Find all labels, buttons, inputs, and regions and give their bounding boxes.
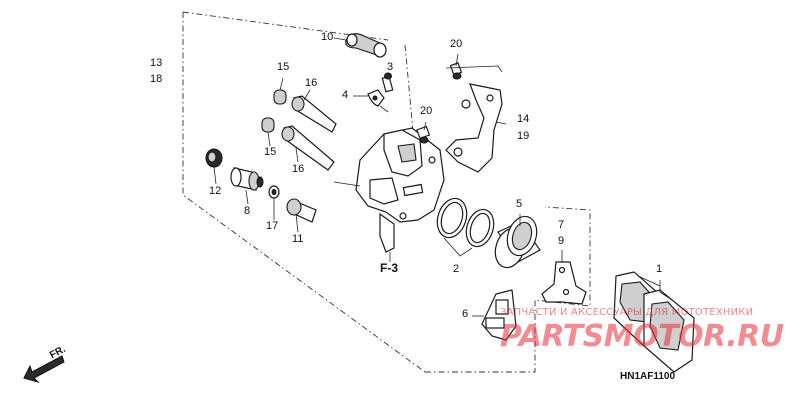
callout-20-lower: 20 (420, 105, 433, 117)
callout-6: 6 (462, 308, 469, 320)
callout-19: 19 (517, 130, 530, 142)
front-arrow-label: FR. (48, 343, 68, 362)
diagram-code: HN1AF1100 (620, 371, 676, 382)
part-20-lower-bolt[interactable] (416, 125, 431, 144)
callout-2: 2 (453, 263, 460, 275)
callout-17: 17 (266, 220, 279, 232)
part-11-boot[interactable] (286, 198, 317, 223)
callout-1: 1 (656, 263, 663, 275)
callout-5: 5 (516, 198, 523, 210)
part-5-piston[interactable] (491, 213, 542, 272)
part-16-upper-pin[interactable] (291, 95, 337, 133)
part-4-bleeder-cap[interactable] (367, 89, 385, 107)
caliper-body[interactable] (355, 127, 445, 253)
watermark-tagline: ЗАПЧАСТИ И АКСЕССУАРЫ ДЛЯ МОТОТЕХНИКИ (500, 307, 754, 318)
callout-9: 9 (558, 235, 565, 247)
part-2-piston-seals[interactable] (433, 195, 499, 250)
part-10-pin-boot[interactable] (345, 33, 387, 58)
callout-11: 11 (292, 233, 304, 245)
part-14-caliper-bracket[interactable] (445, 83, 503, 173)
part-17-washer[interactable] (268, 185, 280, 199)
callout-14: 14 (517, 113, 530, 125)
watermark-logo: PARTSMOTOR.RU (500, 319, 784, 354)
callout-16-upper: 16 (305, 77, 318, 89)
callout-20-upper: 20 (450, 38, 463, 50)
part-20-upper-bolt[interactable] (449, 62, 463, 80)
part-12-dust-boot[interactable] (205, 148, 223, 168)
callout-18: 18 (150, 73, 163, 85)
callout-3: 3 (387, 61, 394, 73)
callout-7: 7 (558, 219, 565, 231)
callout-4: 4 (342, 89, 349, 101)
part-7-pad-spring[interactable] (541, 261, 587, 305)
callout-10: 10 (321, 31, 334, 43)
section-reference-label: F-3 (380, 261, 398, 275)
part-6-pad-retainer[interactable] (481, 289, 517, 341)
callout-15-upper: 15 (277, 61, 290, 73)
part-8-sleeve[interactable] (230, 167, 264, 191)
callout-15-lower: 15 (264, 146, 277, 158)
part-16-lower-pin[interactable] (281, 125, 335, 171)
part-3-bleeder-screw[interactable] (381, 72, 394, 93)
callout-12: 12 (209, 185, 222, 197)
part-1-brake-pad-set[interactable] (613, 271, 695, 373)
callout-16-lower: 16 (292, 163, 305, 175)
callout-8: 8 (244, 205, 251, 217)
front-direction-arrow (23, 355, 65, 384)
callout-13: 13 (150, 57, 163, 69)
